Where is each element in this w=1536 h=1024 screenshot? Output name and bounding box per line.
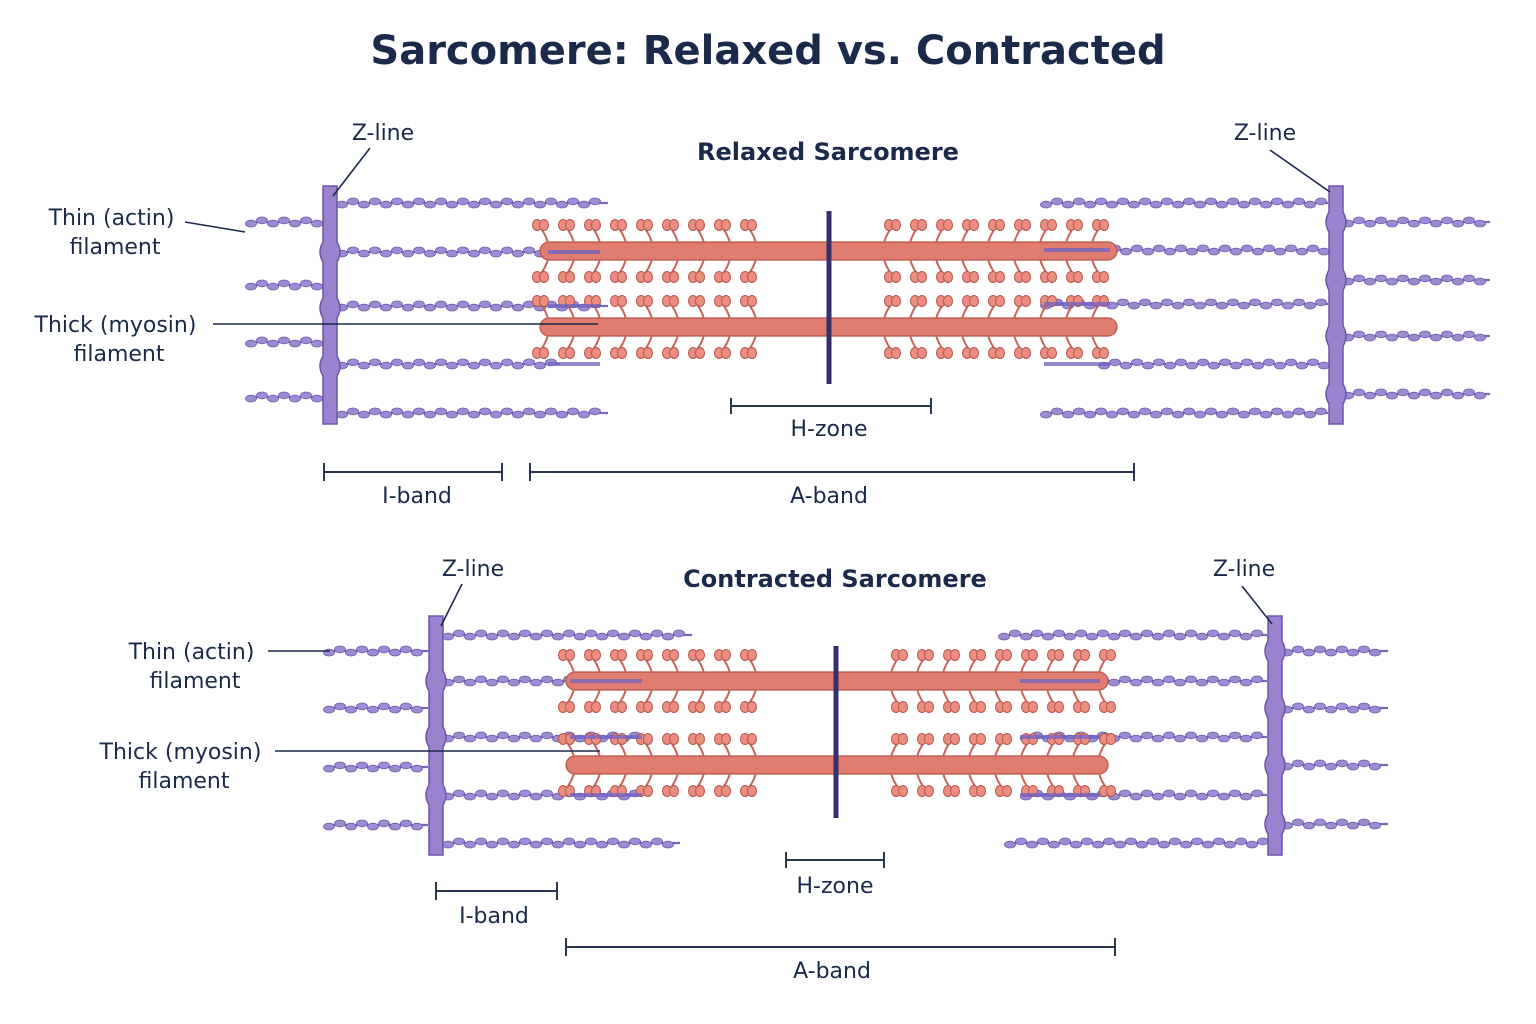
page-title: Sarcomere: Relaxed vs. Contracted [370, 28, 1165, 74]
contracted-thin-label-line2: filament [150, 669, 241, 694]
relaxed-right-z-disc [1325, 185, 1347, 425]
relaxed-left-z-disc [319, 185, 341, 425]
relaxed-left-actin-filament [336, 358, 560, 370]
relaxed-outer-left-actin [245, 216, 323, 228]
relaxed-panel: Relaxed Sarcomere Z-line Z-line Thin (ac… [34, 121, 1490, 509]
relaxed-outer-right-actin [1342, 330, 1490, 342]
contracted-outer-right-actin [1281, 702, 1388, 714]
relaxed-filament-art [245, 185, 1490, 425]
contracted-right-z-disc [1264, 615, 1286, 856]
contracted-right-actin-filament [998, 629, 1267, 641]
relaxed-outer-right-actin [1342, 274, 1490, 286]
relaxed-outer-left-actin [245, 391, 323, 403]
relaxed-right-actin-filament [1040, 407, 1328, 419]
relaxed-h-zone-bracket [730, 398, 932, 414]
contracted-right-actin-filament [1004, 837, 1269, 849]
relaxed-a-band-bracket [529, 463, 1135, 481]
contracted-a-band-bracket [565, 938, 1116, 956]
contracted-i-band-bracket [435, 882, 558, 900]
relaxed-left-actin-filament [336, 197, 608, 209]
relaxed-z-line-right-leader [1269, 149, 1331, 193]
relaxed-outer-right-actin [1342, 388, 1490, 400]
relaxed-thin-label-line1: Thin (actin) [48, 206, 175, 231]
contracted-thin-filament-label: Thin (actin) filament [128, 640, 262, 694]
contracted-thin-label-line1: Thin (actin) [128, 640, 255, 665]
relaxed-outer-left-actin [245, 279, 323, 291]
contracted-i-band-label: I-band [459, 904, 529, 929]
contracted-left-actin-filament [442, 629, 692, 641]
contracted-outer-right-actin [1281, 759, 1388, 771]
contracted-outer-right-actin [1281, 645, 1388, 657]
relaxed-thin-filament-label: Thin (actin) filament [48, 206, 182, 260]
relaxed-a-band-label: A-band [790, 484, 868, 509]
contracted-outer-left-actin [323, 702, 428, 714]
contracted-left-z-disc [425, 615, 447, 856]
contracted-a-band-label: A-band [793, 959, 871, 984]
relaxed-i-band-label: I-band [382, 484, 452, 509]
relaxed-thick-label-line1: Thick (myosin) [34, 313, 197, 338]
contracted-filament-art [323, 615, 1388, 856]
contracted-z-line-right-leader [1241, 585, 1273, 625]
contracted-z-line-right-label: Z-line [1213, 557, 1275, 582]
contracted-outer-left-actin [323, 761, 428, 773]
relaxed-thin-label-line2: filament [70, 235, 161, 260]
contracted-z-line-left-label: Z-line [442, 557, 504, 582]
relaxed-right-actin-filament [1098, 244, 1330, 256]
relaxed-left-actin-filament [336, 246, 560, 258]
contracted-thick-label-line1: Thick (myosin) [99, 740, 262, 765]
relaxed-outer-left-actin [245, 336, 323, 348]
relaxed-heading: Relaxed Sarcomere [697, 138, 959, 166]
contracted-outer-left-actin [323, 819, 428, 831]
relaxed-myosin-filament [532, 219, 1118, 283]
contracted-h-zone-bracket [785, 852, 885, 868]
contracted-outer-right-actin [1281, 818, 1388, 830]
contracted-heading: Contracted Sarcomere [683, 565, 987, 593]
relaxed-thick-filament-label: Thick (myosin) filament [34, 313, 204, 367]
relaxed-z-line-right-label: Z-line [1234, 121, 1296, 146]
contracted-thick-filament-label: Thick (myosin) filament [99, 740, 269, 794]
relaxed-outer-right-actin [1342, 216, 1490, 228]
relaxed-z-line-left-leader [332, 147, 371, 197]
relaxed-myosin-filament [532, 295, 1118, 359]
contracted-panel: Contracted Sarcomere Z-line Z-line Thin … [99, 557, 1388, 984]
contracted-z-line-left-leader [440, 583, 463, 627]
relaxed-z-line-left-label: Z-line [352, 121, 414, 146]
contracted-outer-left-actin [323, 645, 428, 657]
contracted-thick-label-line2: filament [139, 769, 230, 794]
relaxed-thin-filament-leader [184, 221, 246, 233]
relaxed-right-actin-filament [1098, 358, 1330, 370]
relaxed-h-zone-label: H-zone [791, 417, 868, 442]
contracted-left-actin-filament [442, 837, 680, 849]
relaxed-right-actin-filament [1040, 197, 1328, 209]
relaxed-i-band-bracket [323, 463, 503, 481]
contracted-h-zone-label: H-zone [797, 874, 874, 899]
relaxed-thick-label-line2: filament [74, 342, 165, 367]
contracted-right-actin-filament [1020, 789, 1267, 801]
relaxed-left-actin-filament [336, 407, 608, 419]
